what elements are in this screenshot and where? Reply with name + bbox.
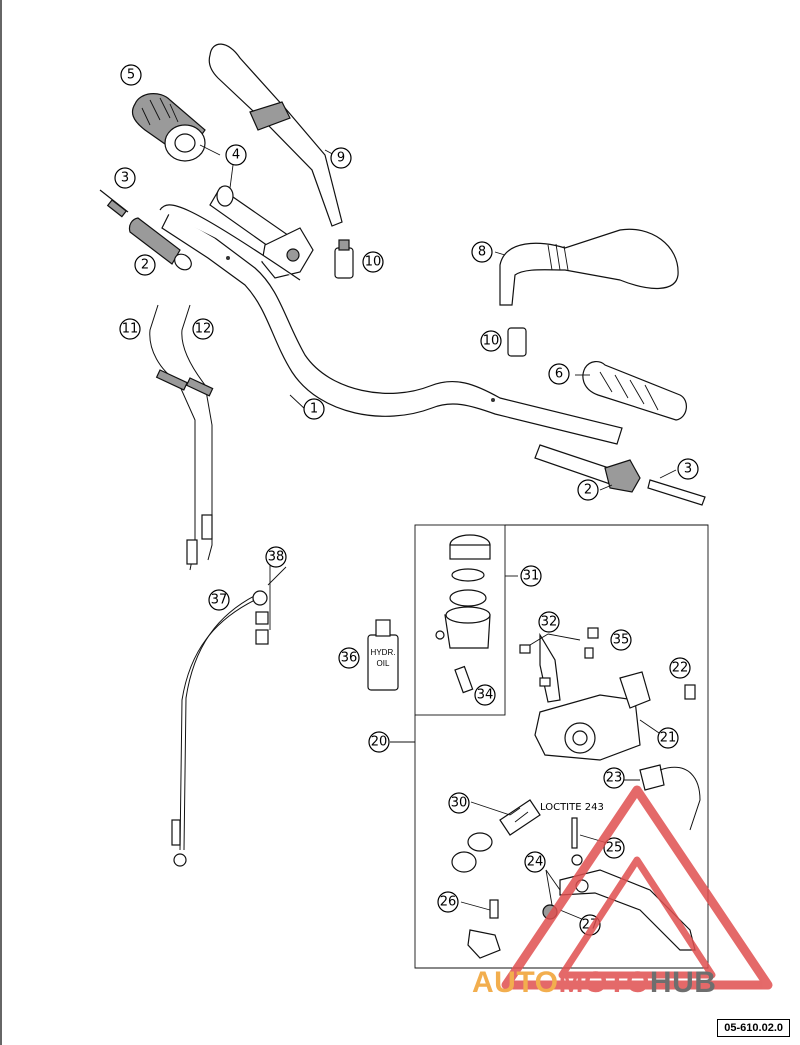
svg-text:AUTOMOTOHUB: AUTOMOTOHUB: [472, 966, 716, 999]
callout-label: 21: [660, 731, 677, 746]
callout-label: 12: [195, 322, 212, 337]
callout-2-right: 2: [577, 479, 599, 501]
callout-38: 38: [265, 546, 287, 568]
watermark-part3: HUB: [650, 966, 717, 999]
callout-label: 3: [684, 462, 692, 477]
callout-label: 30: [451, 796, 468, 811]
watermark-part2: MOTO: [558, 966, 649, 999]
left-grip: [131, 93, 206, 162]
callout-20: 20: [368, 731, 390, 753]
hydraulic-hose: [171, 590, 269, 867]
callout-label: 38: [268, 550, 285, 565]
callout-21: 21: [657, 727, 679, 749]
bar-end-right: [534, 444, 706, 506]
callout-label: 5: [127, 68, 135, 83]
callout-5: 5: [120, 64, 142, 86]
callout-label: 4: [232, 148, 240, 163]
callout-9: 9: [330, 147, 352, 169]
callout-6: 6: [548, 363, 570, 385]
oil-bottle: HYDR. OIL: [367, 619, 399, 691]
callout-11: 11: [119, 318, 141, 340]
callout-label: 22: [672, 661, 689, 676]
callout-35: 35: [610, 629, 632, 651]
callout-10-right: 10: [480, 330, 502, 352]
callout-25: 25: [603, 837, 625, 859]
leader-lines: [199, 144, 677, 923]
callout-1: 1: [303, 398, 325, 420]
callout-label: 36: [341, 651, 358, 666]
callout-37: 37: [208, 589, 230, 611]
handlebar: [161, 211, 623, 445]
callout-8: 8: [471, 241, 493, 263]
callout-label: 34: [477, 688, 494, 703]
callout-label: 26: [440, 895, 457, 910]
callout-label: 25: [606, 841, 623, 856]
callout-label: 20: [371, 735, 388, 750]
callout-label: 37: [211, 593, 228, 608]
reservoir-group: [414, 524, 506, 716]
callout-30: 30: [448, 792, 470, 814]
callout-10-left: 10: [362, 251, 384, 273]
callout-34: 34: [474, 684, 496, 706]
callout-label: 35: [613, 633, 630, 648]
watermark-logo: AUTOMOTOHUB: [472, 785, 773, 999]
right-grip: [582, 361, 687, 421]
callout-label: 10: [365, 255, 382, 270]
callout-label: 9: [337, 151, 345, 166]
callout-32: 32: [538, 611, 560, 633]
callout-label: 23: [606, 771, 623, 786]
callout-label: 3: [121, 171, 129, 186]
bar-end-left: [99, 189, 301, 281]
callout-label: 2: [584, 483, 592, 498]
callout-23: 23: [603, 767, 625, 789]
watermark-part1: AUTO: [472, 966, 558, 999]
callout-label: 11: [122, 322, 139, 337]
loctite-label: LOCTITE 243: [540, 802, 604, 813]
throttle-cables: [149, 304, 214, 571]
callout-label: 2: [141, 258, 149, 273]
callout-31: 31: [520, 565, 542, 587]
callout-label: 10: [483, 334, 500, 349]
callout-36: 36: [338, 647, 360, 669]
callout-label: 32: [541, 615, 558, 630]
callout-label: 24: [527, 855, 544, 870]
reference-code: 05-610.02.0: [717, 1019, 790, 1037]
mirror: [499, 228, 679, 357]
callout-3-left: 3: [114, 167, 136, 189]
callout-label: 8: [478, 245, 486, 260]
callout-24: 24: [524, 851, 546, 873]
callout-3-right: 3: [677, 458, 699, 480]
bottle-label-line1: HYDR.: [371, 648, 396, 657]
callout-label: 31: [523, 569, 540, 584]
bottle-label-line2: OIL: [377, 659, 390, 668]
callout-4: 4: [225, 144, 247, 166]
callout-label: 1: [310, 402, 318, 417]
callout-26: 26: [437, 891, 459, 913]
callout-12: 12: [192, 318, 214, 340]
callout-2-left: 2: [134, 254, 156, 276]
callout-label: 6: [555, 367, 563, 382]
callout-22: 22: [669, 657, 691, 679]
left-cable-housing: [208, 43, 354, 279]
